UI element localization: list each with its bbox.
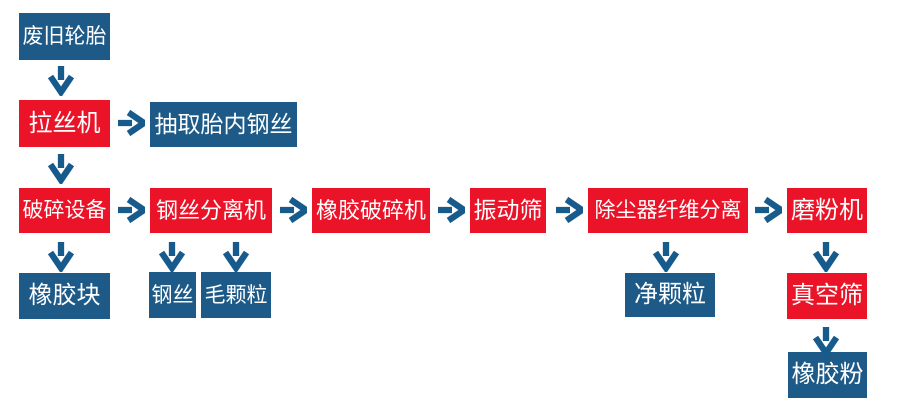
arrow-right-icon <box>277 196 307 224</box>
arrow-right-icon <box>752 196 782 224</box>
arrow-right-icon <box>115 196 145 224</box>
arrow-down-icon <box>812 324 840 357</box>
arrow-right-icon <box>115 109 145 137</box>
arrow-right-icon <box>435 196 465 224</box>
arrow-down-icon <box>47 151 75 184</box>
arrow-down-icon <box>222 239 250 272</box>
node-rubber-blocks: 橡胶块 <box>19 273 110 319</box>
arrow-down-icon <box>158 239 186 272</box>
node-grinding-machine: 磨粉机 <box>787 188 867 233</box>
node-crushing-equipment: 破碎设备 <box>19 188 110 233</box>
arrow-down-icon <box>652 239 680 272</box>
node-rubber-crusher: 橡胶破碎机 <box>312 188 430 233</box>
node-rubber-powder: 橡胶粉 <box>788 352 867 398</box>
arrow-down-icon <box>47 63 75 96</box>
arrow-down-icon <box>812 239 840 272</box>
node-clean-granules: 净颗粒 <box>625 273 715 317</box>
node-steel-wire-separator: 钢丝分离机 <box>150 188 272 233</box>
node-wire-drawing-machine: 拉丝机 <box>19 100 110 147</box>
node-waste-tires: 废旧轮胎 <box>19 13 110 60</box>
node-vacuum-screen: 真空筛 <box>787 273 867 319</box>
node-extract-tire-steel-wire: 抽取胎内钢丝 <box>150 102 297 147</box>
arrow-down-icon <box>47 239 75 272</box>
node-steel-wire: 钢丝 <box>149 272 196 318</box>
node-vibrating-screen: 振动筛 <box>470 188 546 233</box>
node-rough-granules: 毛颗粒 <box>201 272 271 318</box>
arrow-right-icon <box>553 196 583 224</box>
node-dust-collector-fiber-separation: 除尘器纤维分离 <box>588 188 748 233</box>
